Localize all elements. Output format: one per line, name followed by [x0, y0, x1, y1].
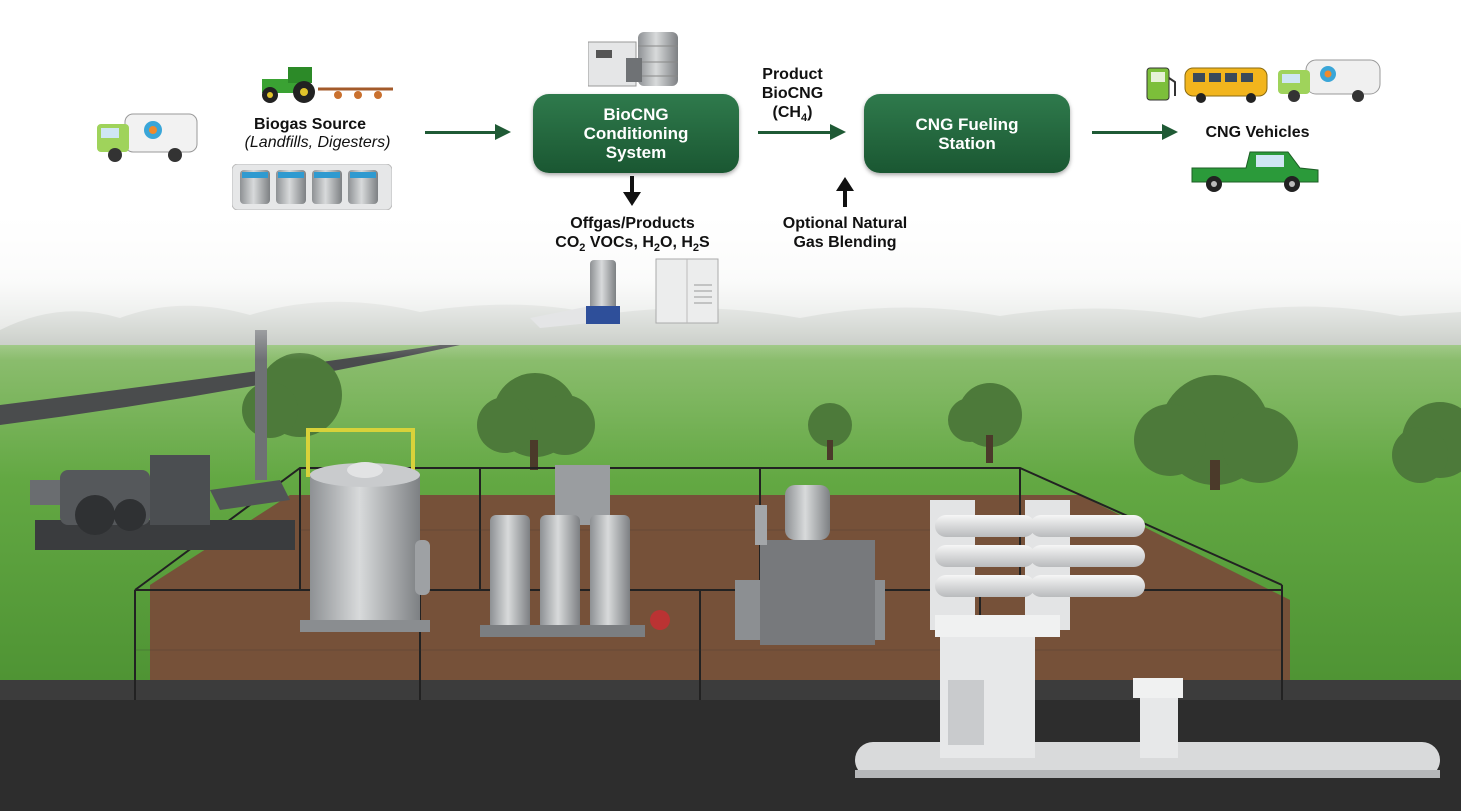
conditioning-line1: BioCNG	[603, 105, 669, 124]
biogas-source-title: Biogas Source	[253, 116, 367, 133]
arrow-head	[830, 124, 846, 140]
garbage-truck-icon	[1278, 59, 1381, 102]
blending-line1: Optional Natural	[782, 215, 908, 232]
arrow-blending-up	[843, 189, 847, 207]
product-label: Product BioCNG (CH4)	[740, 65, 845, 128]
cng-vehicles-label: CNG Vehicles	[1205, 124, 1310, 141]
school-bus-icon	[1184, 67, 1268, 103]
arrow-head	[495, 124, 511, 140]
arrow-source-to-conditioning	[425, 131, 497, 134]
cabinet-icon	[655, 258, 719, 324]
fueling-line2: Station	[938, 133, 996, 153]
filter-column-icon	[530, 260, 620, 328]
gas-canisters-icon	[232, 164, 392, 210]
arrow-head	[1162, 124, 1178, 140]
fuel-pump-icon	[1146, 67, 1176, 101]
arrow-head	[623, 192, 641, 206]
fueling-station-box: CNG Fueling Station	[864, 94, 1070, 173]
arrow-fueling-to-vehicles	[1092, 131, 1164, 134]
product-line1: Product	[762, 66, 823, 83]
arrow-offgas-down	[630, 176, 634, 196]
garbage-truck-icon	[97, 113, 198, 162]
conditioning-line3: System	[605, 143, 667, 162]
blending-label: Optional Natural Gas Blending	[755, 214, 935, 252]
blending-line2: Gas Blending	[793, 234, 897, 251]
product-line3: (CH4)	[772, 104, 813, 125]
arrow-head	[836, 177, 854, 191]
offgas-line2: CO2 VOCs, H2O, H2S	[555, 234, 710, 255]
pickup-truck-icon	[1191, 151, 1319, 192]
product-line2: BioCNG	[761, 85, 824, 102]
conditioning-system-box: BioCNG Conditioning System	[533, 94, 739, 173]
arrow-conditioning-to-fueling	[758, 131, 832, 134]
fueling-line1: CNG Fueling	[915, 114, 1019, 134]
tractor-icon	[262, 67, 393, 103]
conditioning-line2: Conditioning	[583, 124, 689, 143]
biogas-source-subtitle: (Landfills, Digesters)	[244, 134, 391, 151]
offgas-label: Offgas/Products CO2 VOCs, H2O, H2S	[525, 214, 740, 258]
offgas-line1: Offgas/Products	[570, 215, 695, 232]
conditioning-unit-icon	[588, 32, 678, 87]
